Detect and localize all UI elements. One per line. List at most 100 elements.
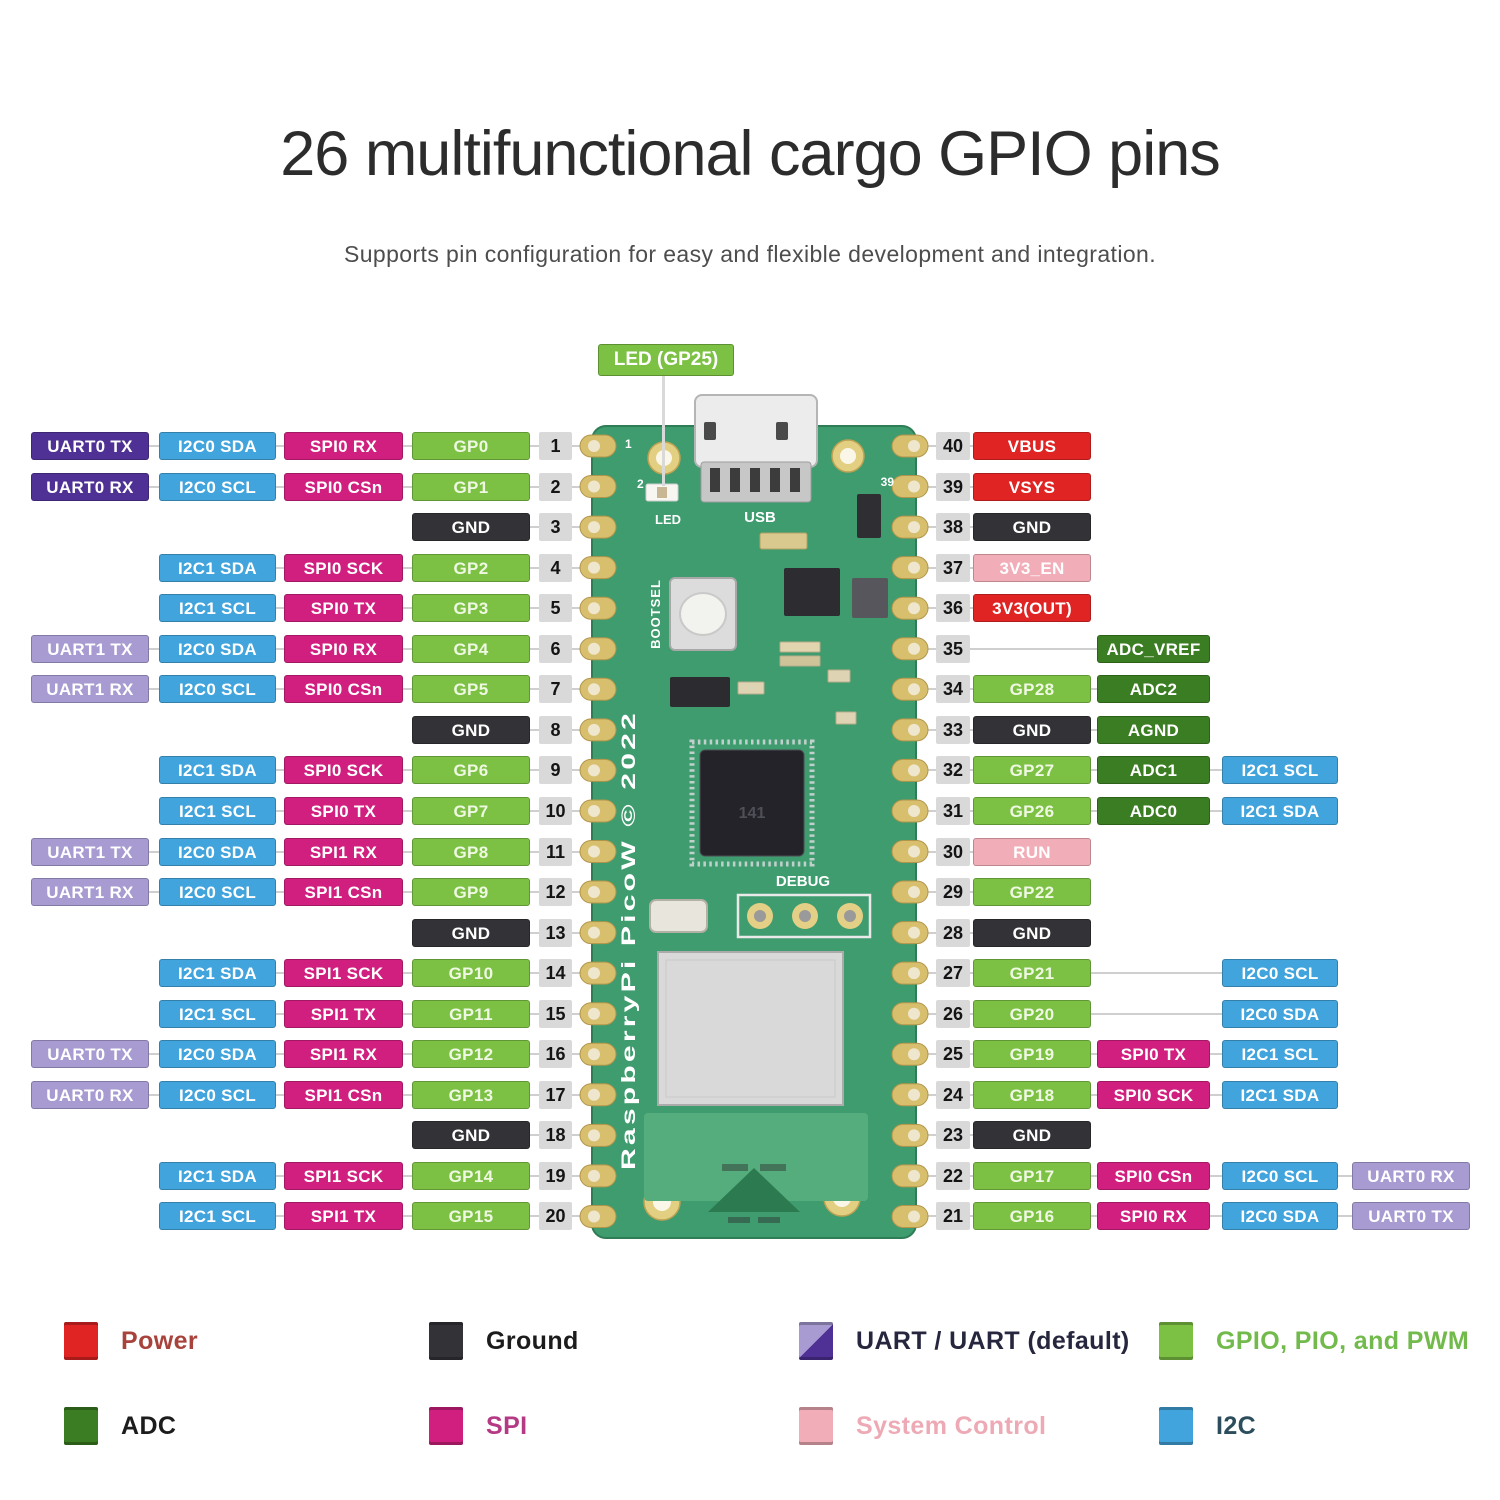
pin-function-badge: I2C1 SDA (159, 553, 276, 582)
pin-function-badge: GP15 (412, 1202, 530, 1231)
pin-number-badge: 10 (539, 796, 572, 825)
pin-number-badge: 5 (539, 594, 572, 623)
pin-function-badge: GP1 (412, 472, 530, 501)
pin-function-badge: I2C0 SCL (159, 675, 276, 704)
legend-swatch-power (64, 1322, 98, 1360)
legend-label: Ground (486, 1327, 579, 1355)
pin-function-badge: I2C1 SCL (159, 594, 276, 623)
pin-function-badge: UART1 RX (31, 878, 149, 907)
usb-connector (694, 394, 818, 503)
pin-number-badge: 13 (539, 918, 572, 947)
pin-function-badge: SPI0 CSn (1097, 1161, 1210, 1190)
pin-number-badge: 17 (539, 1080, 572, 1109)
pin-function-badge: I2C0 SDA (1222, 1202, 1338, 1231)
pin-number-badge: 11 (539, 837, 572, 866)
pin-function-badge: GP4 (412, 634, 530, 663)
pin-function-badge: GND (973, 513, 1091, 542)
crystal-oscillator (649, 899, 708, 933)
pin-function-badge: ADC2 (1097, 675, 1210, 704)
pin-function-badge: I2C1 SDA (1222, 1080, 1338, 1109)
legend-swatch-adc (64, 1407, 98, 1445)
pin-function-badge: I2C0 SCL (1222, 959, 1338, 988)
pin-connector-line (920, 1012, 1328, 1015)
pin-function-badge: UART1 RX (31, 675, 149, 704)
pin-function-badge: UART1 TX (31, 837, 149, 866)
pin-function-badge: RUN (973, 837, 1091, 866)
passive-components (670, 494, 888, 725)
pin-function-badge: GP9 (412, 878, 530, 907)
pin-function-badge: I2C0 SDA (159, 837, 276, 866)
bootsel-button (669, 577, 737, 651)
legend-label: UART / UART (default) (856, 1327, 1130, 1355)
pin-number-badge: 36 (936, 594, 970, 623)
pin-function-badge: GP8 (412, 837, 530, 866)
pin-function-badge: GP20 (973, 999, 1091, 1028)
pin-function-badge: GP6 (412, 756, 530, 785)
pin-number-badge: 6 (539, 634, 572, 663)
pin-function-badge: GP18 (973, 1080, 1091, 1109)
led-silk-label: LED (655, 512, 681, 527)
pin-number-badge: 18 (539, 1121, 572, 1150)
pin-number-badge: 3 (539, 513, 572, 542)
pin-function-badge: SPI0 SCK (284, 553, 403, 582)
pin-number-badge: 30 (936, 837, 970, 866)
pin-number-badge: 4 (539, 553, 572, 582)
pin-function-badge: VSYS (973, 472, 1091, 501)
pico-board: USB LED 1 2 39 BOOTSEL (579, 394, 929, 1239)
pin-function-badge: 3V3_EN (973, 553, 1091, 582)
pin-function-badge: I2C1 SCL (1222, 1040, 1338, 1069)
legend-label: GPIO, PIO, and PWM (1216, 1327, 1470, 1355)
pin-function-badge: UART0 TX (1352, 1202, 1470, 1231)
legend-swatch-ground (429, 1322, 463, 1360)
legend-swatch-i2c (1159, 1407, 1193, 1445)
legend-swatch-system_control (799, 1407, 833, 1445)
pin-number-badge: 24 (936, 1080, 970, 1109)
wireless-shield (657, 951, 844, 1106)
pin-function-badge: SPI0 CSn (284, 675, 403, 704)
pin-number-badge: 34 (936, 675, 970, 704)
pin-function-badge: GP2 (412, 553, 530, 582)
pin-function-badge: SPI0 RX (284, 634, 403, 663)
pin-function-badge: SPI0 TX (284, 796, 403, 825)
usb-silk-label: USB (744, 509, 776, 526)
pin-function-badge: GP21 (973, 959, 1091, 988)
pin-function-badge: GP27 (973, 756, 1091, 785)
pin-function-badge: GP22 (973, 878, 1091, 907)
pin-function-badge: SPI0 TX (1097, 1040, 1210, 1069)
pin-function-badge: SPI1 RX (284, 1040, 403, 1069)
pin-function-badge: UART1 TX (31, 634, 149, 663)
pin-function-badge: GP12 (412, 1040, 530, 1069)
debug-silk-label: DEBUG (776, 873, 830, 890)
legend-swatch-spi (429, 1407, 463, 1445)
pin-number-badge: 25 (936, 1040, 970, 1069)
flash-chip (784, 568, 840, 616)
antenna-area (644, 1113, 868, 1223)
pin-number-badge: 35 (936, 634, 970, 663)
pin-number-badge: 31 (936, 796, 970, 825)
pin-function-badge: SPI1 SCK (284, 959, 403, 988)
pin-function-badge: I2C1 SDA (159, 1161, 276, 1190)
pin-number-badge: 2 (539, 472, 572, 501)
pin-function-badge: GP13 (412, 1080, 530, 1109)
pin-function-badge: UART0 RX (1352, 1161, 1470, 1190)
legend-swatch-gpio (1159, 1322, 1193, 1360)
pin-number-badge: 15 (539, 999, 572, 1028)
rp2040-chip: 141 (689, 739, 815, 867)
pin-function-badge: SPI1 CSn (284, 1080, 403, 1109)
legend-label: Power (121, 1327, 199, 1355)
pin-number-badge: 39 (936, 472, 970, 501)
copyright-silk-label: RaspberryPi PicoW © 2022 (619, 710, 640, 1170)
legend-label: ADC (121, 1412, 177, 1440)
legend-label: I2C (1216, 1412, 1257, 1440)
legend-swatch-uart_split (799, 1322, 833, 1360)
pin-function-badge: SPI1 SCK (284, 1161, 403, 1190)
pin-number-badge: 12 (539, 878, 572, 907)
regulator-chip (670, 677, 730, 707)
pin-function-badge: GP3 (412, 594, 530, 623)
pin-connector-line (920, 647, 1200, 650)
pin-function-badge: I2C1 SCL (1222, 756, 1338, 785)
pin-function-badge: SPI0 CSn (284, 472, 403, 501)
pin-function-badge: SPI0 SCK (1097, 1080, 1210, 1109)
page-title: 26 multifunctional cargo GPIO pins (280, 119, 1221, 189)
pin-function-badge: UART0 RX (31, 472, 149, 501)
